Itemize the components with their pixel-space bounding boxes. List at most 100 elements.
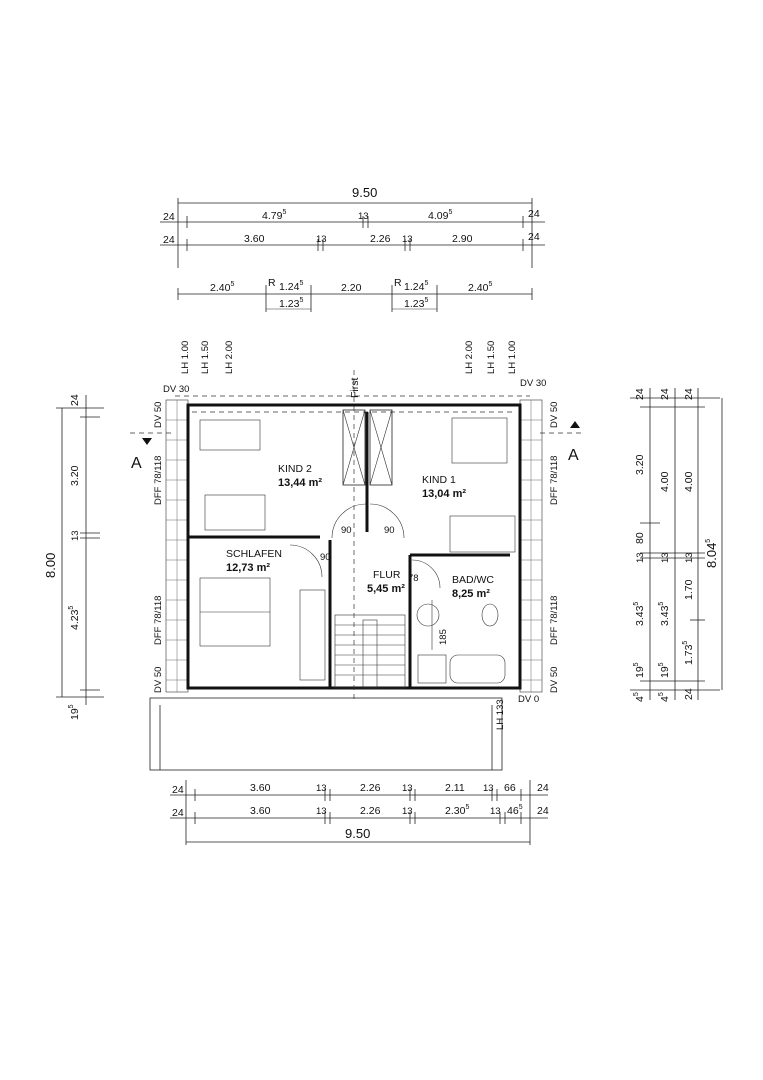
room-name-kind1: KIND 1 (422, 474, 456, 486)
ridge-label: First (349, 378, 361, 398)
right-col1-f: 45 (633, 692, 646, 702)
staircase (334, 614, 406, 689)
section-label-right: A (568, 447, 579, 464)
bottom-row2-c: 2.305 (445, 804, 469, 817)
top-row2-m1: 13 (316, 234, 327, 245)
top-row2-b: 2.26 (370, 233, 391, 245)
top-row1-a: 4.795 (262, 209, 286, 222)
right-col3-a: 4.00 (683, 471, 695, 492)
dv30-right: DV 30 (520, 378, 546, 389)
right-overall-dim: 8.045 (704, 539, 719, 568)
section-label-left: A (131, 455, 142, 472)
top-row3-r1: R (268, 277, 276, 289)
top-dimension-chains: 9.50 24 4.795 13 4.095 24 24 3.60 13 2.2… (160, 185, 545, 312)
shaft-right (369, 409, 393, 486)
bottom-row1-right-wall: 24 (537, 782, 549, 794)
door-swing-bad (411, 559, 441, 589)
room-area-schlafen: 12,73 m² (226, 562, 270, 574)
left-roof-band (165, 399, 189, 693)
wardrobe-schlafen (299, 589, 326, 681)
right-col3-top: 24 (683, 388, 695, 400)
right-col2-d: 3.435 (658, 602, 671, 626)
left-top-dim: 24 (69, 394, 81, 406)
bottom-row2-m2: 13 (402, 806, 413, 817)
right-col3-e: 1.735 (682, 641, 695, 665)
top-row2-a: 3.60 (244, 233, 265, 245)
bottom-row2-left-wall: 24 (172, 807, 184, 819)
top-row2-right-wall: 24 (528, 231, 540, 243)
dv50-left-bottom: DV 50 (153, 667, 164, 693)
door-78-bad: 78 (408, 573, 419, 584)
right-col3-d: 1.70 (683, 579, 695, 600)
right-col2-c: 13 (660, 552, 671, 563)
desk-kind1 (451, 417, 508, 464)
bathtub (449, 654, 506, 684)
lh-right-3: LH 1.00 (507, 341, 518, 374)
right-col1-c: 13 (635, 552, 646, 563)
right-col1-d: 3.435 (633, 602, 646, 626)
room-area-bad: 8,25 m² (452, 588, 490, 600)
bottom-row1-left-wall: 24 (172, 784, 184, 796)
top-row3-r2v: 1.245 (404, 280, 428, 293)
door-swing-schlafen (289, 544, 323, 578)
bottom-row1-c: 2.11 (445, 782, 465, 794)
left-mid-dim: 13 (70, 530, 81, 541)
left-bottom-dim: 195 (68, 704, 81, 720)
left-dimension-chain: 8.00 24 3.20 13 4.235 195 (43, 394, 104, 720)
shower-tray (417, 654, 447, 684)
door-90-kind1: 90 (384, 525, 395, 536)
left-a-dim: 3.20 (69, 465, 81, 486)
top-row1-right-wall: 24 (528, 208, 540, 220)
bottom-row2-right-wall: 24 (537, 805, 549, 817)
bottom-row1-m2: 13 (402, 783, 413, 794)
lower-structure (149, 697, 503, 771)
top-row3-r2: R (394, 277, 402, 289)
section-arrow-left (142, 438, 152, 445)
top-row3-c: 2.405 (468, 281, 492, 294)
bottom-overall-dim: 9.50 (345, 826, 370, 841)
dff-right-bottom: DFF 78/118 (549, 596, 560, 645)
lh-left-3: LH 2.00 (224, 341, 235, 374)
right-col1-b: 80 (634, 532, 646, 544)
top-overall-dim: 9.50 (352, 185, 377, 200)
lh-right-2: LH 1.50 (486, 341, 497, 374)
door-swing-kind1 (369, 503, 405, 539)
right-col1-a: 3.20 (634, 454, 646, 475)
top-row3-r1v: 1.245 (279, 280, 303, 293)
door-swing-kind2 (331, 503, 367, 539)
room-name-bad: BAD/WC (452, 574, 494, 586)
floor-plan: First A (130, 341, 585, 771)
lh-right-1: LH 2.00 (464, 341, 475, 374)
dv30-left: DV 30 (163, 384, 189, 395)
dff-left-bottom: DFF 78/118 (153, 596, 164, 645)
top-row3-r1b: 1.235 (279, 297, 303, 310)
section-arrow-right (570, 421, 580, 428)
door-90-kind2: 90 (341, 525, 352, 536)
bottom-row2-d: 465 (507, 804, 523, 817)
top-row3-r2b: 1.235 (404, 297, 428, 310)
right-col2-f: 45 (658, 692, 671, 702)
dv0-label: DV 0 (518, 694, 539, 705)
lh-left-1: LH 1.00 (180, 341, 191, 374)
door-90-schlafen: 90 (320, 552, 331, 563)
bottom-row2-m1: 13 (316, 806, 327, 817)
bottom-row2-m3: 13 (490, 806, 501, 817)
washbasin (416, 603, 440, 627)
bottom-row1-b: 2.26 (360, 782, 381, 794)
top-row1-left-wall: 24 (163, 211, 175, 223)
right-col1-e: 195 (633, 662, 646, 678)
bottom-row1-m3: 13 (483, 783, 494, 794)
room-area-kind2: 13,44 m² (278, 477, 322, 489)
room-area-flur: 5,45 m² (367, 583, 405, 595)
dv50-right-bottom: DV 50 (549, 667, 560, 693)
top-row1-b: 4.095 (428, 209, 452, 222)
desk-kind2 (199, 419, 261, 451)
right-col2-top: 24 (659, 388, 671, 400)
bottom-row1-d: 66 (504, 782, 516, 794)
bed-kind2 (204, 494, 266, 531)
top-row2-m2: 13 (402, 234, 413, 245)
left-overall-dim: 8.00 (43, 553, 58, 578)
bottom-row1-m1: 13 (316, 783, 327, 794)
bottom-row1-a: 3.60 (250, 782, 271, 794)
